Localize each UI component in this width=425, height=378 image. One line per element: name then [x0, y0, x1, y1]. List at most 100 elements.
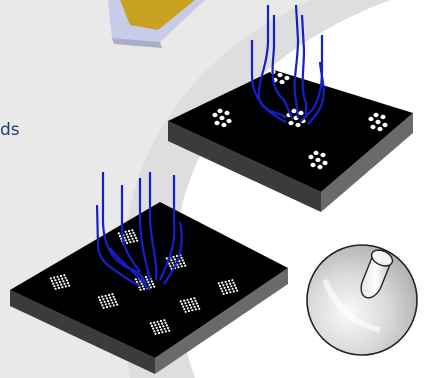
- bottom-plate-hole: [110, 299, 112, 301]
- bottom-plate-hole: [146, 279, 148, 281]
- top-plate-hole: [277, 73, 282, 77]
- bottom-plate-hole: [145, 276, 147, 278]
- bottom-plate-hole: [133, 240, 135, 242]
- top-plate-hole: [217, 109, 222, 113]
- bottom-plate-hole: [235, 287, 237, 289]
- bottom-plate-hole: [57, 284, 59, 286]
- bottom-plate-hole: [53, 285, 55, 287]
- bottom-plate-hole: [198, 308, 200, 310]
- bottom-plate-hole: [192, 303, 194, 305]
- top-plate-hole: [373, 113, 378, 117]
- bottom-plate-hole: [194, 306, 196, 308]
- bottom-plate-hole: [52, 283, 54, 285]
- bottom-plate-hole: [197, 305, 199, 307]
- bottom-plate-hole: [226, 283, 228, 285]
- bottom-plate-hole: [154, 324, 156, 326]
- bottom-plate-hole: [54, 279, 56, 281]
- bottom-plate-hole: [65, 277, 67, 279]
- bottom-plate-hole: [111, 293, 113, 295]
- bottom-plate-hole: [191, 309, 193, 311]
- top-plate-hole: [308, 155, 313, 159]
- bottom-plate-hole: [109, 305, 111, 307]
- bottom-plate-hole: [55, 288, 57, 290]
- bottom-plate-hole: [68, 285, 70, 287]
- bottom-plate-hole: [101, 296, 103, 298]
- bottom-plate-hole: [190, 298, 192, 300]
- bottom-plate-hole: [219, 285, 221, 287]
- bottom-plate-hole: [163, 319, 165, 321]
- bottom-plate-hole: [136, 240, 138, 242]
- top-plate-hole: [320, 153, 325, 157]
- bottom-plate-hole: [141, 283, 143, 285]
- bottom-plate-hole: [143, 288, 145, 290]
- bottom-plate-hole: [100, 302, 102, 304]
- bottom-plate-hole: [160, 320, 162, 322]
- bottom-plate-hole: [182, 259, 184, 261]
- bottom-plate-hole: [106, 297, 108, 299]
- bottom-plate-hole: [57, 276, 59, 278]
- bottom-plate-hole: [64, 283, 66, 285]
- bottom-plate-hole: [58, 278, 60, 280]
- bottom-plate-hole: [152, 328, 154, 330]
- top-plate-hole: [282, 68, 287, 72]
- bottom-plate-hole: [106, 306, 108, 308]
- bottom-plate-hole: [232, 288, 234, 290]
- top-plate-hole: [295, 123, 300, 127]
- clipped-label-fragment: ds: [0, 120, 20, 140]
- bottom-plate-hole: [227, 286, 229, 288]
- bottom-plate-hole: [109, 297, 111, 299]
- bottom-plate-hole: [234, 284, 236, 286]
- top-plate-hole: [221, 123, 226, 127]
- bottom-plate-hole: [184, 265, 186, 267]
- bottom-plate-hole: [174, 258, 176, 260]
- bottom-plate-hole: [153, 330, 155, 332]
- bottom-plate-hole: [161, 331, 163, 333]
- bottom-plate-hole: [105, 295, 107, 297]
- bottom-plate-hole: [140, 289, 142, 291]
- top-plate-hole: [382, 123, 387, 127]
- bottom-plate-hole: [196, 302, 198, 304]
- bottom-plate-hole: [134, 234, 136, 236]
- top-plate-hole: [288, 121, 293, 125]
- bottom-plate-hole: [130, 235, 132, 237]
- bottom-plate-hole: [167, 327, 169, 329]
- bottom-plate-hole: [195, 308, 197, 310]
- bottom-plate-hole: [231, 279, 233, 281]
- bottom-plate-hole: [228, 289, 230, 291]
- bottom-plate-hole: [221, 290, 223, 292]
- bottom-plate-hole: [189, 304, 191, 306]
- bottom-plate-hole: [195, 300, 197, 302]
- bottom-plate-hole: [165, 330, 167, 332]
- bottom-plate-hole: [183, 262, 185, 264]
- bottom-plate-hole: [128, 239, 130, 241]
- bottom-plate-hole: [102, 298, 104, 300]
- top-plate-hole: [313, 151, 318, 155]
- bottom-plate-hole: [166, 257, 168, 259]
- bottom-plate-hole: [228, 280, 230, 282]
- bottom-plate-hole: [158, 323, 160, 325]
- bottom-plate-hole: [184, 302, 186, 304]
- bottom-plate-hole: [62, 280, 64, 282]
- bottom-plate-hole: [108, 303, 110, 305]
- bottom-plate-hole: [127, 236, 129, 238]
- bottom-plate-hole: [135, 237, 137, 239]
- bottom-plate-hole: [183, 300, 185, 302]
- top-plate-hole: [224, 111, 229, 115]
- bottom-plate-hole: [113, 304, 115, 306]
- bottom-plate-hole: [103, 307, 105, 309]
- bottom-plate-hole: [151, 325, 153, 327]
- bottom-plate-hole: [233, 290, 235, 292]
- bottom-plate-hole: [223, 293, 225, 295]
- bottom-plate-hole: [115, 301, 117, 303]
- bottom-plate-hole: [161, 323, 163, 325]
- bottom-plate-hole: [188, 301, 190, 303]
- bottom-plate-hole: [126, 233, 128, 235]
- bottom-plate-hole: [135, 278, 137, 280]
- bottom-plate-hole: [60, 275, 62, 277]
- bottom-plate-hole: [162, 325, 164, 327]
- bottom-plate-hole: [233, 282, 235, 284]
- bottom-plate-hole: [181, 303, 183, 305]
- bottom-plate-hole: [225, 289, 227, 291]
